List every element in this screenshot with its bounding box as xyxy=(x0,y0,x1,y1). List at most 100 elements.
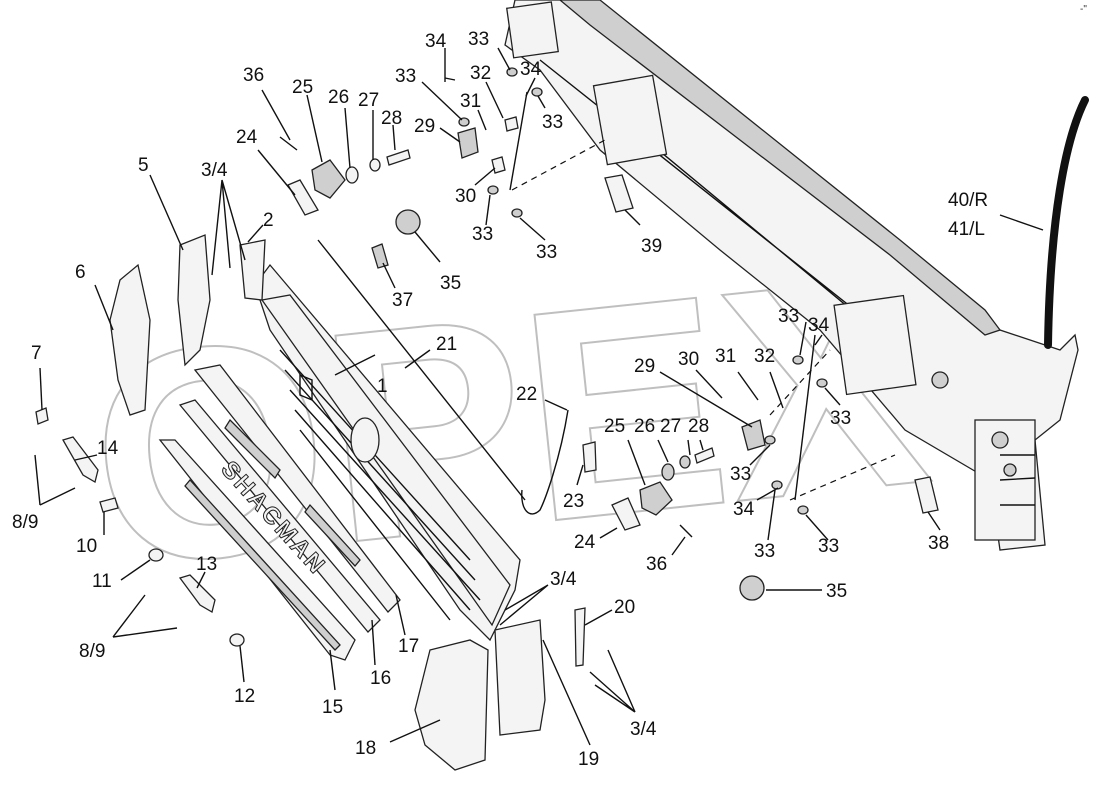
part-27-washer-upper xyxy=(369,158,381,172)
part-33-seal-lower-a xyxy=(792,355,804,365)
label-14: 14 xyxy=(97,438,119,459)
label-22: 22 xyxy=(516,384,537,405)
label-31-upper: 31 xyxy=(460,91,481,112)
label-29-upper: 29 xyxy=(414,116,435,137)
label-33-lower-c: 33 xyxy=(730,464,751,485)
label-40-r: 40/R xyxy=(948,190,988,211)
label-33-upper-c: 33 xyxy=(542,112,563,133)
label-37: 37 xyxy=(392,290,413,311)
label-35-lower: 35 xyxy=(826,581,847,602)
label-18: 18 xyxy=(355,738,376,759)
part-22-cable xyxy=(521,409,569,515)
label-13: 13 xyxy=(196,554,217,575)
part-37-clip xyxy=(371,243,389,269)
cable-40-41 xyxy=(1044,96,1089,349)
label-27-lower: 27 xyxy=(660,416,681,437)
part-23-latch xyxy=(582,441,597,473)
part-30-pin-upper xyxy=(491,156,506,174)
part-19-step-panel xyxy=(494,619,546,736)
alignment-line-mid xyxy=(769,349,831,416)
front-grille xyxy=(254,263,521,642)
label-21: 21 xyxy=(436,334,457,355)
corner-mark: -" xyxy=(1080,4,1087,15)
part-18-corner-panel xyxy=(414,639,489,771)
label-36-lower: 36 xyxy=(646,554,667,575)
label-34-top: 34 xyxy=(425,31,447,52)
part-26-washer-upper xyxy=(345,166,359,184)
part-26-washer-lower xyxy=(661,463,675,481)
label-24-lower: 24 xyxy=(574,532,596,553)
label-3-4-upper: 3/4 xyxy=(201,160,228,181)
label-23: 23 xyxy=(563,491,584,512)
alignment-line-lower xyxy=(789,454,896,501)
label-33-top-b: 33 xyxy=(395,66,416,87)
part-7-clip xyxy=(35,407,49,425)
part-32-bolt-upper xyxy=(504,116,519,132)
label-8-9-bottom: 8/9 xyxy=(79,641,105,662)
label-5: 5 xyxy=(138,155,149,176)
label-26-upper: 26 xyxy=(328,87,349,108)
part-12-cap xyxy=(229,633,245,647)
label-30-upper: 30 xyxy=(455,186,476,207)
label-11: 11 xyxy=(92,571,112,592)
label-12: 12 xyxy=(234,686,255,707)
label-10: 10 xyxy=(76,536,97,557)
label-33-lower-e: 33 xyxy=(818,536,839,557)
part-33-seal-upper-e xyxy=(511,208,523,218)
label-2: 2 xyxy=(263,210,274,231)
label-25-upper: 25 xyxy=(292,77,313,98)
part-35-grommet-lower xyxy=(739,575,765,601)
part-33-seal-upper-b xyxy=(531,87,543,97)
part-24-plate-lower xyxy=(611,497,641,531)
label-19: 19 xyxy=(578,749,599,770)
label-29-lower: 29 xyxy=(634,356,655,377)
label-28-upper: 28 xyxy=(381,108,402,129)
part-33-seal-lower-c xyxy=(764,435,776,445)
label-35-upper: 35 xyxy=(440,273,461,294)
part-13-bracket xyxy=(178,574,216,613)
label-24-upper: 24 xyxy=(236,127,258,148)
part-21-rod xyxy=(317,239,526,501)
label-33-lower-b: 33 xyxy=(830,408,851,429)
label-33-lower-a: 33 xyxy=(778,306,799,327)
label-17: 17 xyxy=(398,636,419,657)
label-28-lower: 28 xyxy=(688,416,709,437)
part-39-plate xyxy=(604,174,634,213)
label-34-lower-b: 34 xyxy=(733,499,755,520)
label-3-4-mid: 3/4 xyxy=(550,569,577,590)
part-20-bracket xyxy=(574,607,586,667)
cab-cross-beam xyxy=(504,0,1079,551)
part-24-plate-upper xyxy=(287,179,319,216)
part-34-strut-lower xyxy=(794,334,816,501)
label-16: 16 xyxy=(370,668,391,689)
part-34-strut-upper xyxy=(509,91,528,191)
label-6: 6 xyxy=(75,262,86,283)
label-27-upper: 27 xyxy=(358,90,379,111)
label-33-upper-e: 33 xyxy=(536,242,557,263)
label-39: 39 xyxy=(641,236,662,257)
label-7: 7 xyxy=(31,343,42,364)
part-36-spring-lower xyxy=(679,524,693,538)
part-38-plate xyxy=(914,476,939,514)
part-27-washer-lower xyxy=(679,455,691,469)
part-33-seal-lower-b xyxy=(816,378,828,388)
label-31-lower: 31 xyxy=(715,346,736,367)
part-14-bracket xyxy=(62,436,99,483)
label-34-upper-b: 34 xyxy=(520,59,542,80)
label-32-lower: 32 xyxy=(754,346,775,367)
part-10-cap xyxy=(99,497,119,513)
label-3-4-lower: 3/4 xyxy=(630,719,657,740)
label-33-upper-d: 33 xyxy=(472,224,493,245)
part-11-cap xyxy=(148,548,164,562)
label-15: 15 xyxy=(322,697,343,718)
part-28-bolt-lower xyxy=(694,447,715,464)
label-30-lower: 30 xyxy=(678,349,699,370)
part-33-seal-lower-e xyxy=(797,505,809,515)
label-32-upper: 32 xyxy=(470,63,491,84)
leader-lines xyxy=(34,47,1044,746)
part-29-bracket-upper xyxy=(457,127,479,159)
part-28-bolt-upper xyxy=(386,149,411,166)
part-35-grommet-upper xyxy=(395,209,421,235)
label-1: 1 xyxy=(377,376,388,397)
part-25-hinge-lower xyxy=(639,481,673,516)
